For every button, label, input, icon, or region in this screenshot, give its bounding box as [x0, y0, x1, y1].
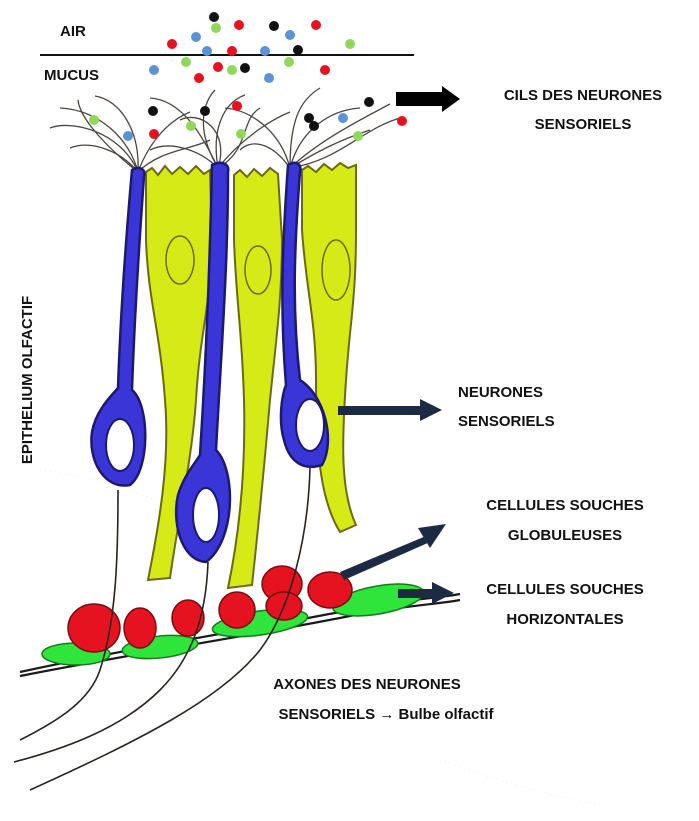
air-label: AIR — [60, 23, 86, 40]
svg-text:GLOBULEUSES: GLOBULEUSES — [508, 527, 622, 544]
cilia-label: CILS DES NEURONES SENSORIELS — [504, 87, 662, 133]
svg-text:SENSORIELS: SENSORIELS — [458, 413, 555, 430]
supporting-cell — [228, 168, 282, 588]
globose-label: CELLULES SOUCHES GLOBULEUSES — [486, 497, 644, 544]
globose-stem-cell — [124, 608, 156, 648]
cilia-tangle — [50, 88, 400, 172]
globose-stem-cell — [219, 592, 255, 628]
globose-stem-cells — [68, 566, 352, 652]
svg-text:NEURONES: NEURONES — [458, 384, 543, 401]
odorant-molecules — [89, 12, 407, 141]
svg-text:SENSORIELS: SENSORIELS — [535, 116, 632, 133]
horizontal-label: CELLULES SOUCHES HORIZONTALES — [486, 581, 644, 628]
axons-label: AXONES DES NEURONES SENSORIELS → Bulbe o… — [273, 676, 494, 723]
svg-text:SENSORIELS → Bulbe olfactif: SENSORIELS → Bulbe olfactif — [278, 706, 494, 723]
globose-arrow — [340, 524, 446, 580]
svg-text:CELLULES SOUCHES: CELLULES SOUCHES — [486, 497, 644, 514]
svg-text:CILS DES NEURONES: CILS DES NEURONES — [504, 87, 662, 104]
svg-text:CELLULES SOUCHES: CELLULES SOUCHES — [486, 581, 644, 598]
neurons-label: NEURONES SENSORIELS — [458, 384, 555, 430]
svg-text:HORIZONTALES: HORIZONTALES — [506, 611, 623, 628]
globose-stem-cell — [172, 600, 204, 636]
mucus-label: MUCUS — [44, 67, 99, 84]
sensory-neurons — [91, 163, 328, 562]
epithelium-label: EPITHELIUM OLFACTIF — [19, 296, 36, 464]
svg-text:AXONES DES NEURONES: AXONES DES NEURONES — [273, 676, 461, 693]
cilia-arrow — [396, 86, 460, 112]
neurons-arrow — [338, 399, 442, 421]
background-texture — [40, 470, 600, 805]
